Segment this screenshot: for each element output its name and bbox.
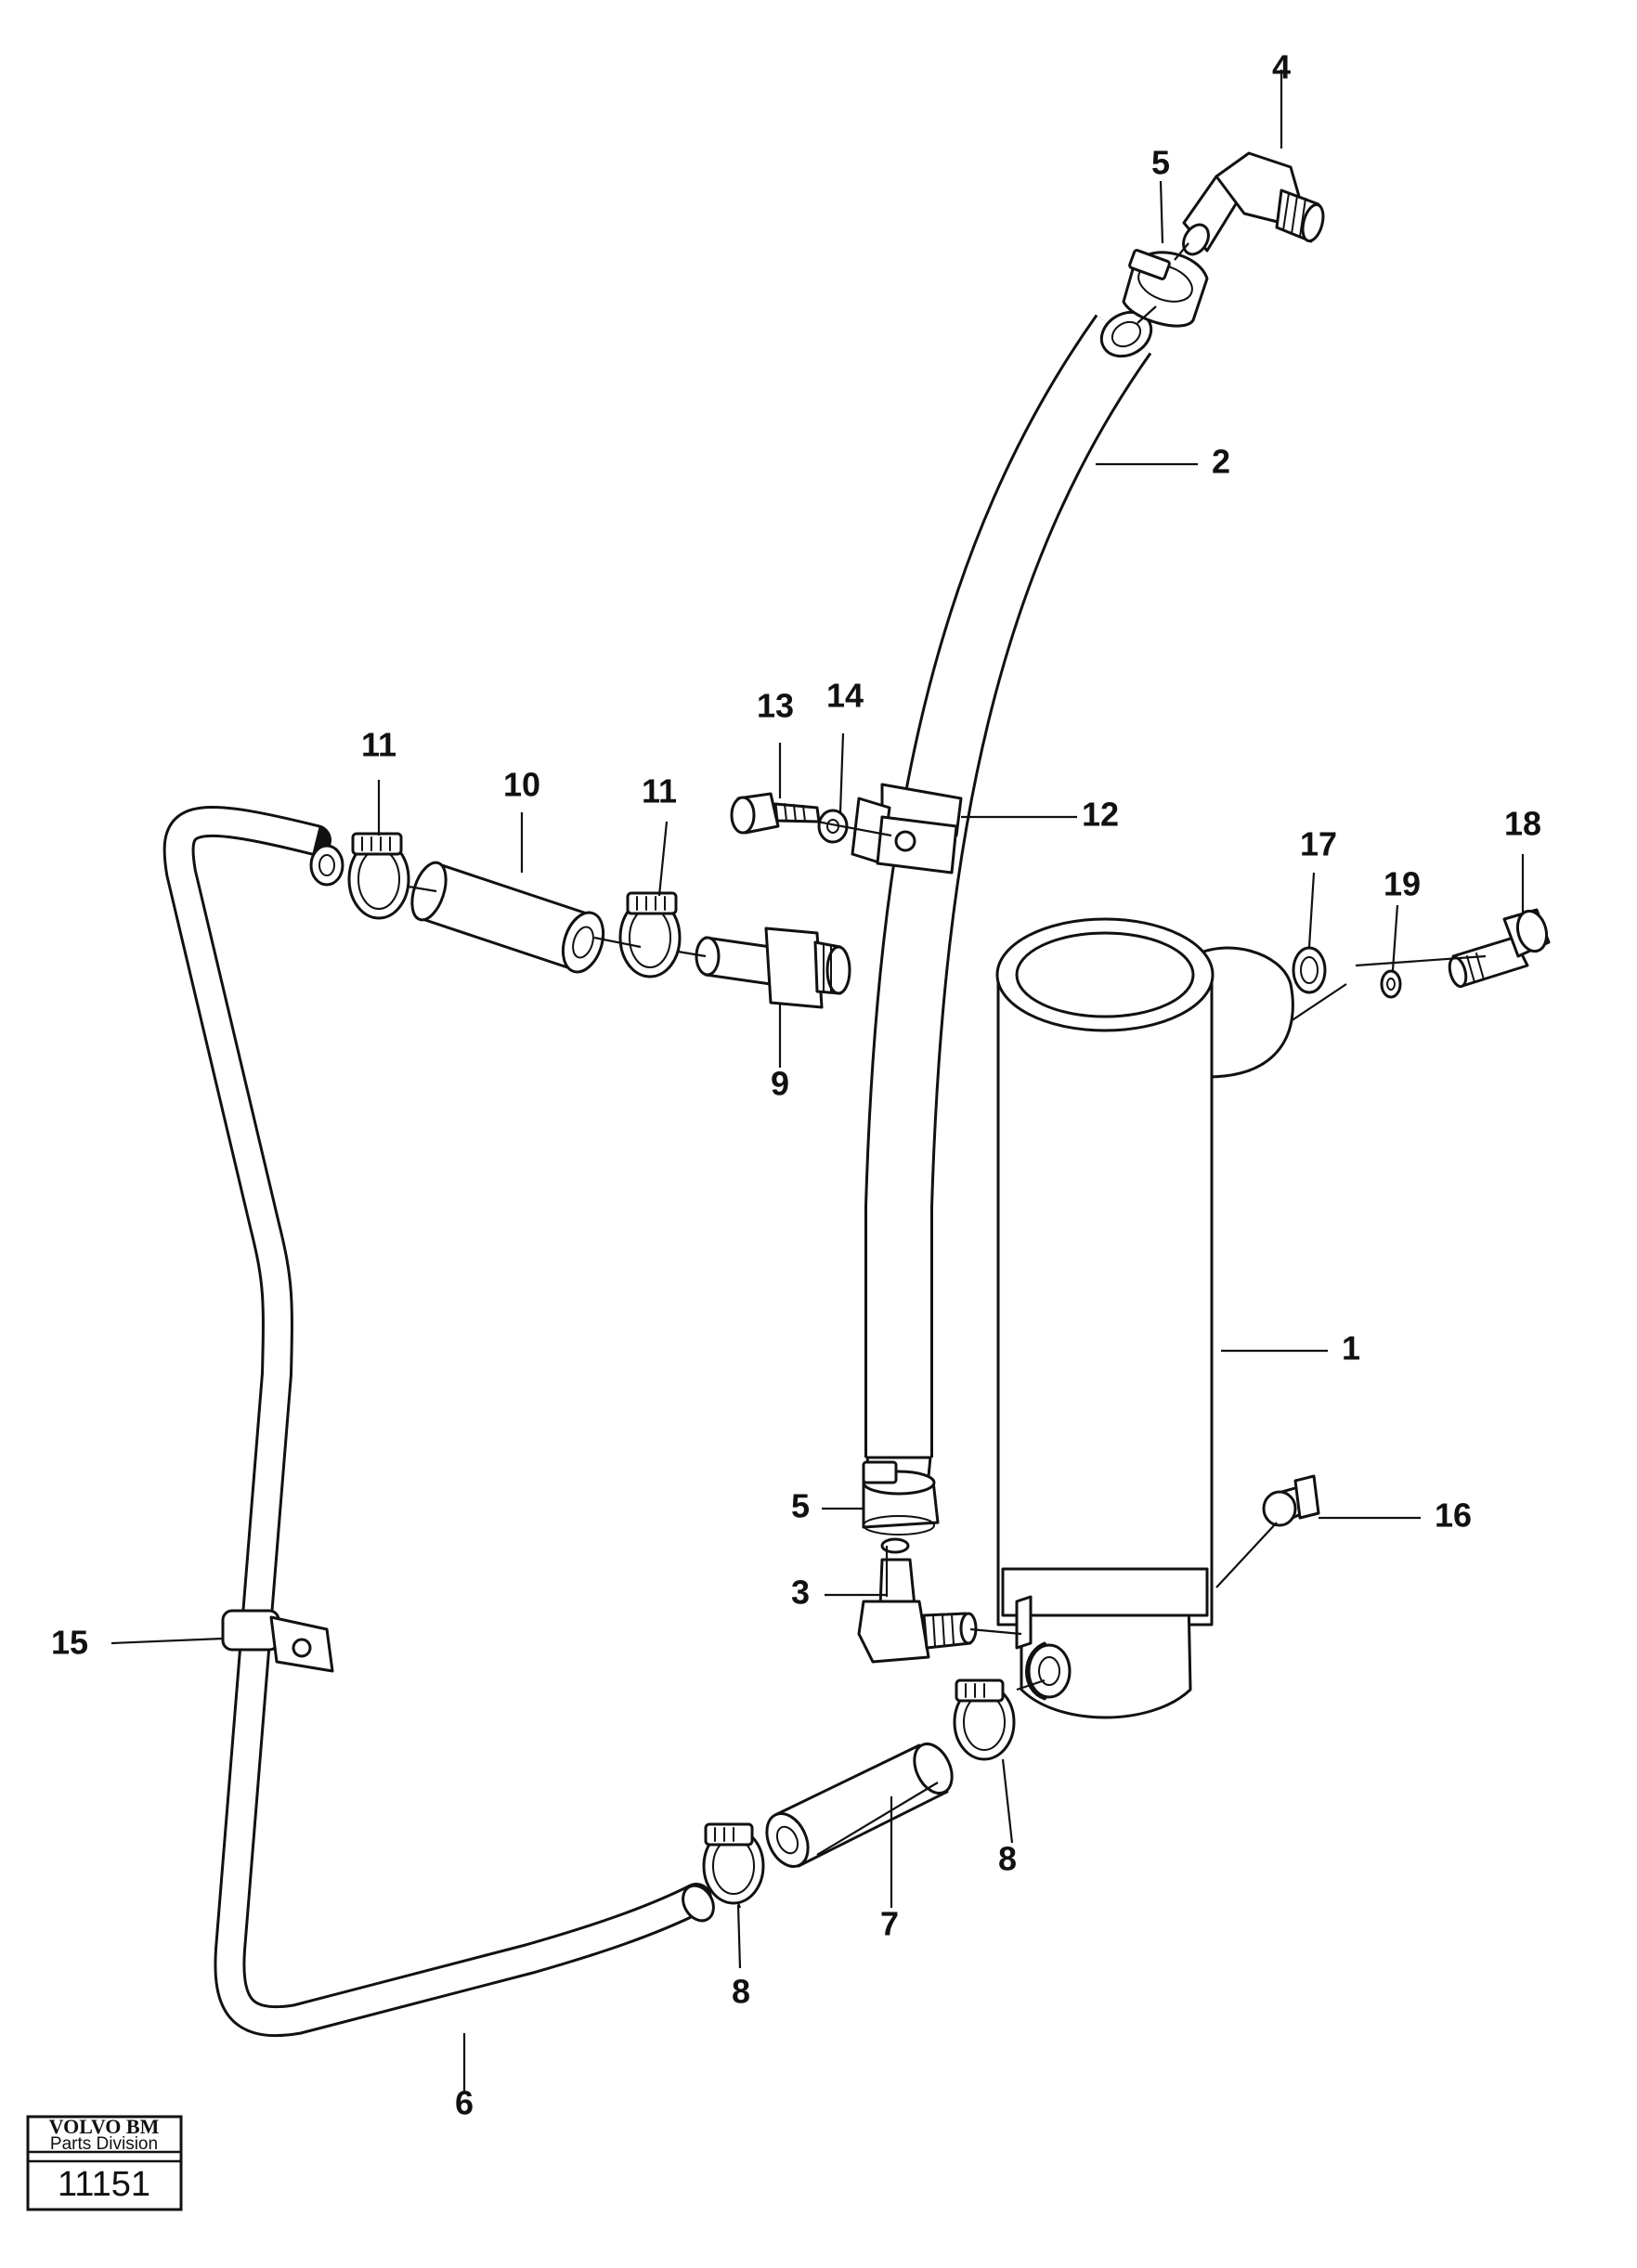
plug-16 bbox=[1262, 1474, 1320, 1527]
callout-5-bottom: 5 bbox=[791, 1487, 810, 1525]
callout-labels: 1 2 3 4 5 5 6 7 8 8 9 10 11 11 12 13 14 … bbox=[51, 48, 1541, 2122]
callout-9: 9 bbox=[771, 1065, 789, 1103]
stamp-number: 11151 bbox=[58, 2165, 150, 2204]
elbow-4 bbox=[1182, 151, 1325, 256]
callout-8-left: 8 bbox=[732, 1973, 750, 2011]
callout-11-left: 11 bbox=[361, 726, 396, 764]
stamp-brand: VOLVO BM bbox=[49, 2115, 160, 2138]
clamp-15 bbox=[221, 1609, 334, 1673]
hose-clamp-5-top bbox=[1122, 249, 1209, 328]
washer-19 bbox=[1380, 969, 1402, 999]
canister-1 bbox=[995, 917, 1294, 1719]
callout-19: 19 bbox=[1384, 865, 1421, 903]
callout-16: 16 bbox=[1435, 1497, 1472, 1535]
callout-6: 6 bbox=[455, 2084, 474, 2122]
callout-1: 1 bbox=[1342, 1329, 1360, 1367]
callout-11-right: 11 bbox=[642, 772, 677, 810]
callout-10: 10 bbox=[503, 766, 540, 804]
clamp-12 bbox=[851, 783, 963, 875]
hose-clamp-11-right bbox=[618, 891, 682, 978]
screw-18 bbox=[1448, 908, 1551, 989]
stamp-division: Parts Division bbox=[50, 2134, 158, 2154]
callout-12: 12 bbox=[1082, 796, 1119, 834]
callout-17: 17 bbox=[1300, 825, 1337, 863]
callout-2: 2 bbox=[1212, 443, 1230, 481]
callout-18: 18 bbox=[1504, 805, 1541, 843]
screw-13 bbox=[730, 792, 821, 835]
elbow-3 bbox=[857, 1537, 978, 1664]
volvo-bm-stamp: VOLVO BM Parts Division 11151 bbox=[26, 2115, 183, 2211]
hose-clamp-8-left bbox=[702, 1822, 765, 1905]
callout-4: 4 bbox=[1272, 48, 1291, 86]
callout-13: 13 bbox=[757, 687, 794, 725]
hose-clamp-8-right bbox=[953, 1678, 1016, 1761]
callout-5-top: 5 bbox=[1151, 144, 1170, 182]
hose-10 bbox=[410, 861, 605, 974]
callout-3: 3 bbox=[791, 1574, 810, 1612]
callout-7: 7 bbox=[880, 1905, 899, 1943]
hose-clamp-5-bottom bbox=[862, 1460, 940, 1536]
hose-clamp-11-left bbox=[347, 832, 410, 920]
callout-14: 14 bbox=[826, 677, 864, 715]
pipe-6 bbox=[162, 805, 715, 2038]
callout-8-right: 8 bbox=[998, 1840, 1017, 1878]
nipple-9 bbox=[695, 927, 851, 1009]
callout-15: 15 bbox=[51, 1624, 88, 1662]
washer-17 bbox=[1292, 946, 1327, 994]
hose-7 bbox=[765, 1743, 954, 1868]
leader-lines bbox=[110, 70, 1525, 2093]
